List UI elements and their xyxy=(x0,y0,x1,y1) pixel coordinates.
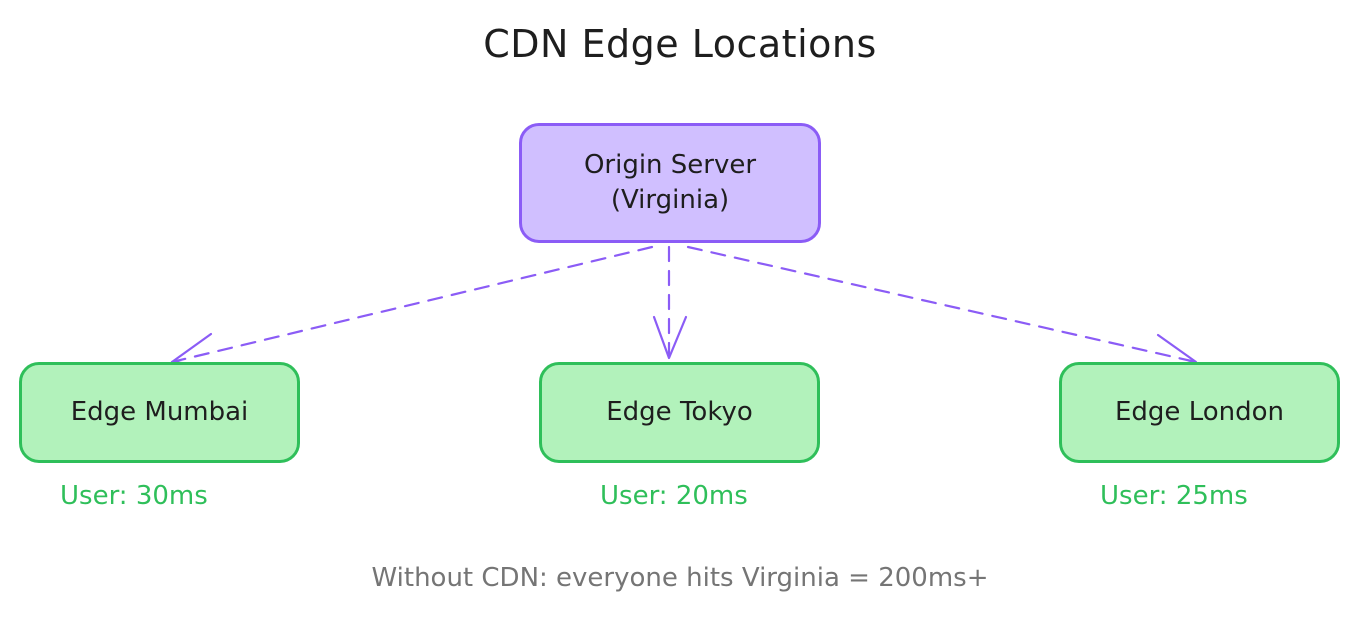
edge-label-mumbai: Edge Mumbai xyxy=(70,396,249,427)
footnote: Without CDN: everyone hits Virginia = 20… xyxy=(371,563,989,593)
diagram-title: CDN Edge Locations xyxy=(483,22,877,66)
edge-node-london: Edge London xyxy=(1059,362,1340,463)
arrow-origin-to-london xyxy=(686,245,1198,364)
edge-label-london: Edge London xyxy=(1115,396,1284,427)
edge-label-tokyo: Edge Tokyo xyxy=(606,396,753,427)
edge-node-tokyo: Edge Tokyo xyxy=(539,362,820,463)
origin-server-name: Origin Server xyxy=(583,149,757,180)
edge-node-mumbai: Edge Mumbai xyxy=(19,362,300,463)
latency-mumbai: User: 30ms xyxy=(60,481,208,511)
origin-server-node: Origin Server (Virginia) xyxy=(519,123,821,243)
latency-tokyo: User: 20ms xyxy=(600,481,748,511)
latency-london: User: 25ms xyxy=(1100,481,1248,511)
arrow-origin-to-mumbai xyxy=(170,245,654,364)
arrowhead-tokyo xyxy=(652,315,688,360)
origin-server-location: (Virginia) xyxy=(610,185,730,215)
